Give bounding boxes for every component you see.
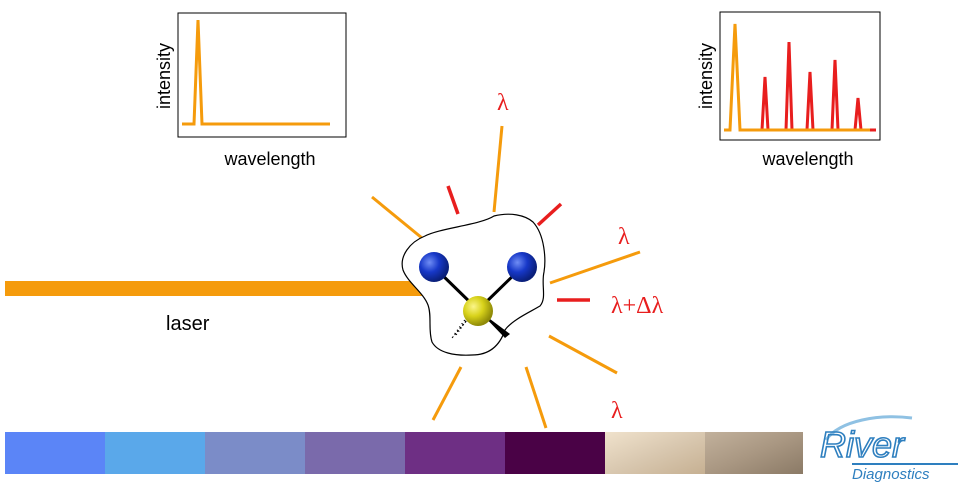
raman-peaks-right [744,41,876,132]
spectrum-inset-left: intensity wavelength [154,12,347,169]
lambda-label-top: λ [497,90,509,116]
ray-elastic-top [492,125,504,213]
spectrum-frame-right [719,11,881,141]
logo-swoosh [824,415,913,441]
molecule [419,252,537,339]
wavelength-axis-label-right: wavelength [761,149,853,169]
color-strip [5,432,803,474]
ray-shifted-upper-right [536,202,563,227]
rayleigh-peak-left [182,19,330,126]
logo-brand-text: River [820,424,906,465]
strip-block-3 [205,432,305,474]
intensity-axis-label-left: intensity [154,43,174,109]
intensity-axis-label-right: intensity [696,43,716,109]
strip-block-6 [505,432,605,474]
river-diagnostics-logo: River Diagnostics [819,415,958,482]
strip-block-7 [605,432,705,474]
lambda-label-bottom: λ [611,398,623,424]
wavelength-axis-label-left: wavelength [223,149,315,169]
laser-beam [5,281,423,296]
atom-blue-left [419,252,449,282]
lambda-label-right: λ [618,224,630,250]
lambda-shift-label: λ+Δλ [611,293,664,319]
rayleigh-peak-right [724,23,870,132]
ray-shifted-upper-left [446,185,460,215]
ray-elastic-right [549,250,641,285]
ray-elastic-bottom [524,366,548,429]
atom-blue-right [507,252,537,282]
strip-block-5 [405,432,505,474]
laser-label: laser [166,313,210,335]
ray-elastic-lower-left [431,366,463,421]
strip-block-2 [105,432,205,474]
strip-block-4 [305,432,405,474]
scattered-rays [371,125,641,429]
ray-elastic-upper-left [371,195,423,240]
spectrum-frame-left [177,12,347,138]
strip-block-1 [5,432,105,474]
spectrum-inset-right: intensity wavelength [696,11,881,169]
electron-cloud [401,213,546,356]
strip-block-8 [705,432,803,474]
logo-subtitle: Diagnostics [852,466,930,482]
ray-elastic-lower-right [548,334,618,375]
atom-yellow-center [463,296,493,326]
